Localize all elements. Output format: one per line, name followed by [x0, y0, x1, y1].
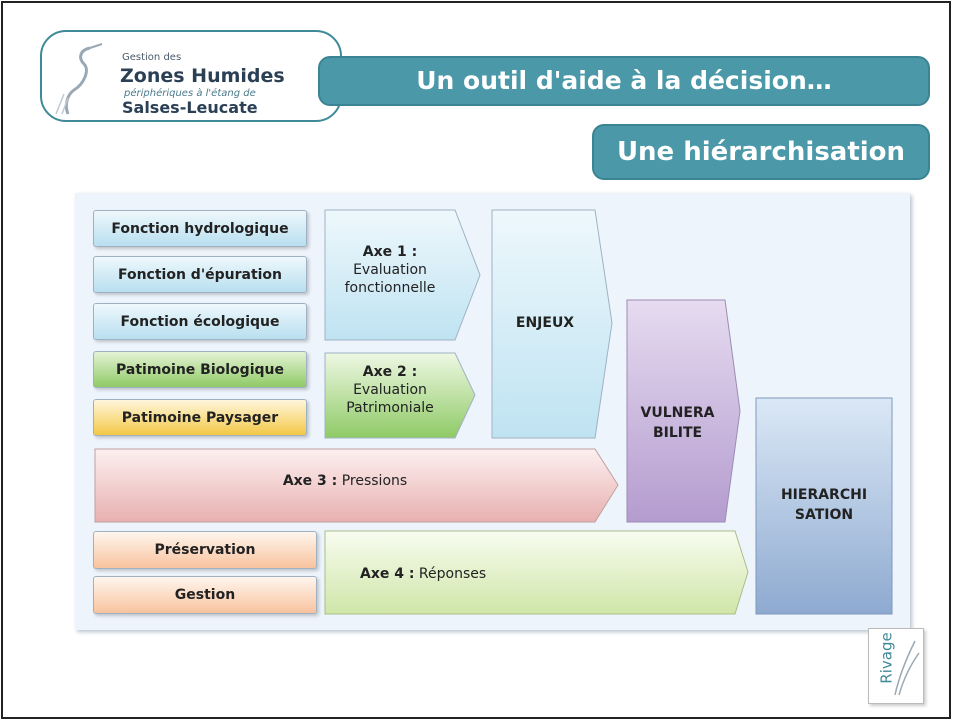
fonction-epuration-box: Fonction d'épuration — [93, 256, 307, 293]
logo-line2: Zones Humides — [120, 65, 285, 87]
axe3-text: Axe 3 : Pressions — [95, 473, 595, 489]
fonction-ecologique-box: Fonction écologique — [93, 303, 307, 340]
vulnerabilite-line2: BILITE — [652, 425, 703, 441]
hierarchisation-label: HIERARCHI SATION — [756, 485, 892, 525]
axe1-line2: fonctionnelle — [344, 280, 436, 296]
axe2-line1: Evaluation — [353, 382, 427, 398]
hierarchy-diagram: Fonction hydrologique Fonction d'épurati… — [75, 193, 910, 630]
axe1-line1: Evaluation — [353, 262, 427, 278]
axe3-label: Axe 3 : — [282, 473, 338, 489]
axe1-arrow — [324, 209, 481, 341]
axe2-line2: Patrimoniale — [346, 400, 434, 416]
axe4-label: Axe 4 : — [360, 566, 415, 582]
enjeux-arrow — [491, 209, 613, 439]
hierarchisation-line2: SATION — [794, 507, 854, 523]
subtitle-banner: Une hiérarchisation — [592, 124, 930, 180]
logo-line4: Salses-Leucate — [122, 98, 258, 117]
hierarchisation-line1: HIERARCHI — [780, 487, 868, 503]
logo-line3: périphériques à l'étang de — [124, 88, 256, 99]
axe3-value: Pressions — [337, 473, 408, 489]
fonction-hydrologique-box: Fonction hydrologique — [93, 210, 307, 247]
axe2-arrow — [324, 352, 476, 439]
vulnerabilite-arrow — [626, 299, 741, 523]
rivage-logo: Rivage — [868, 628, 924, 704]
vulnerabilite-line1: VULNERA — [640, 405, 715, 421]
reed-icon — [894, 640, 920, 696]
gestion-box: Gestion — [93, 576, 317, 614]
logo: Gestion des Zones Humides périphériques … — [40, 30, 342, 122]
patrimoine-biologique-box: Patimoine Biologique — [93, 351, 307, 388]
axe2-label: Axe 2 : — [362, 364, 418, 380]
axe2-text: Axe 2 : Evaluation Patrimoniale — [330, 363, 450, 417]
diagram-shapes — [94, 209, 893, 615]
axe4-arrow — [324, 530, 749, 615]
axe1-label: Axe 1 : — [362, 244, 418, 260]
enjeux-label: ENJEUX — [515, 315, 575, 331]
axe4-value: Réponses — [414, 566, 487, 582]
axe4-text: Axe 4 : Réponses — [360, 566, 510, 582]
axe3-arrow — [94, 448, 619, 523]
vulnerabilite-label: VULNERA BILITE — [630, 403, 725, 443]
axe1-text: Axe 1 : Evaluation fonctionnelle — [330, 243, 450, 297]
logo-line1: Gestion des — [122, 52, 182, 63]
preservation-box: Préservation — [93, 531, 317, 569]
patrimoine-paysager-box: Patimoine Paysager — [93, 399, 307, 436]
title-banner: Un outil d'aide à la décision… — [318, 56, 930, 106]
heron-icon — [55, 43, 103, 115]
hierarchisation-box — [755, 397, 893, 615]
